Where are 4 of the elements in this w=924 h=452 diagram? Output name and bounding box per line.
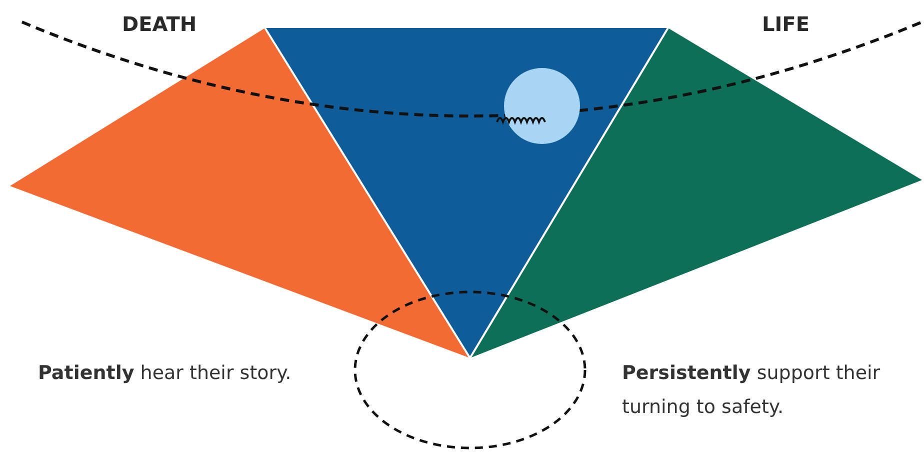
caption-text: Patiently hear their story. [38,361,292,386]
heading: DEATH [122,12,197,36]
caption-text: Persistently support their turning to safety. [622,361,882,420]
heading: LIFE [762,12,810,36]
